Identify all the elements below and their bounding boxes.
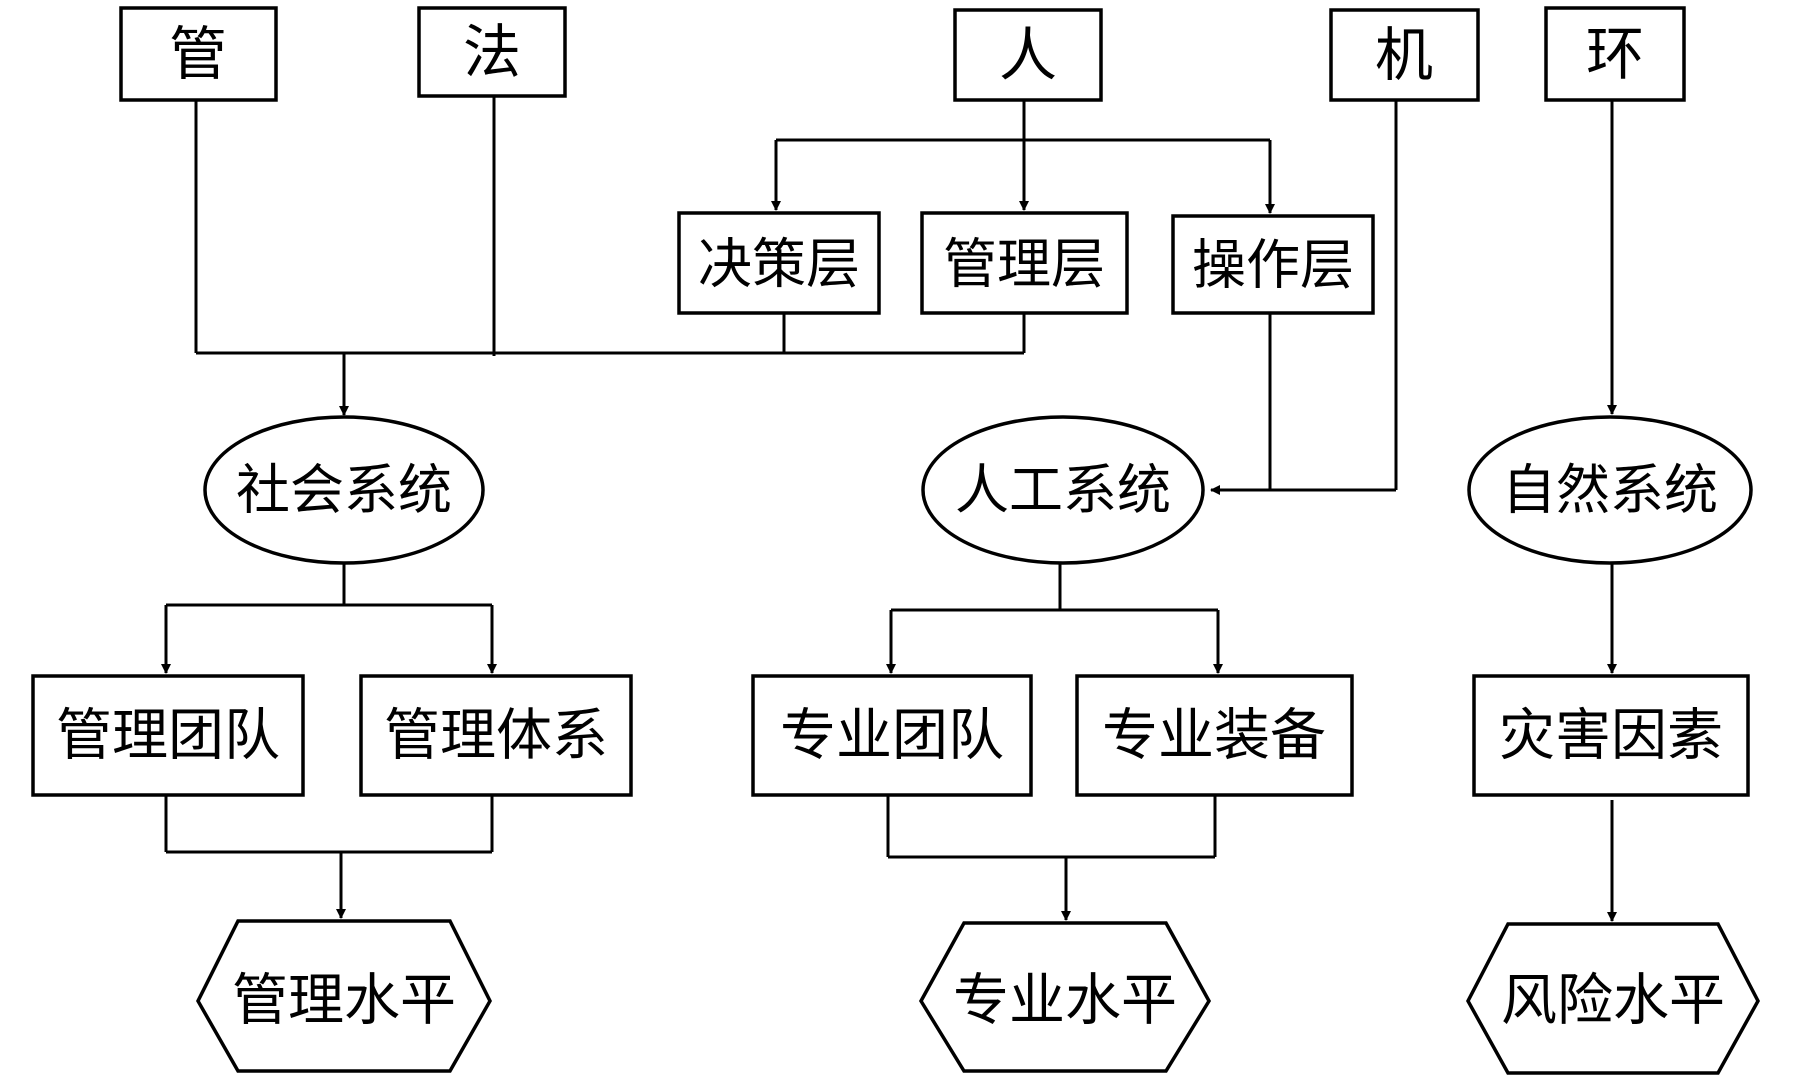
node-factor-guan: 管: [119, 6, 278, 102]
professional-level-label: 专业水平: [953, 969, 1177, 1034]
node-social-system: 社会系统: [203, 415, 485, 565]
node-factor-huan: 环: [1544, 6, 1686, 102]
artificial-system-label: 人工系统: [955, 459, 1171, 522]
management-level-label: 管理水平: [232, 969, 456, 1034]
factor-ren-label: 人: [999, 21, 1057, 89]
node-operation-layer: 操作层: [1171, 214, 1375, 315]
hazard-factors-label: 灾害因素: [1499, 704, 1723, 769]
node-factor-ji: 机: [1329, 8, 1480, 102]
connectors: [161, 96, 1617, 922]
node-professional-team: 专业团队: [751, 674, 1033, 797]
node-factor-ren: 人: [953, 8, 1103, 102]
node-artificial-system: 人工系统: [921, 415, 1205, 565]
node-hazard-factors: 灾害因素: [1472, 674, 1750, 797]
operation-layer-label: 操作层: [1192, 234, 1354, 297]
node-management-system: 管理体系: [359, 674, 633, 797]
management-layer-label: 管理层: [943, 233, 1105, 296]
professional-team-label: 专业团队: [780, 704, 1004, 769]
management-system-label: 管理体系: [384, 704, 608, 769]
node-professional-equipment: 专业装备: [1075, 674, 1354, 797]
factor-huan-label: 环: [1586, 20, 1644, 88]
node-professional-level: 专业水平: [918, 921, 1212, 1073]
risk-level-label: 风险水平: [1501, 969, 1725, 1034]
node-management-layer: 管理层: [920, 211, 1129, 315]
factor-fa-label: 法: [463, 18, 521, 86]
node-management-team: 管理团队: [31, 674, 305, 797]
node-management-level: 管理水平: [196, 919, 492, 1073]
professional-equipment-label: 专业装备: [1102, 704, 1326, 769]
social-system-label: 社会系统: [236, 459, 452, 522]
node-natural-system: 自然系统: [1467, 415, 1753, 565]
management-team-label: 管理团队: [56, 704, 280, 769]
node-risk-level: 风险水平: [1466, 922, 1760, 1075]
node-factor-fa: 法: [417, 6, 567, 98]
natural-system-label: 自然系统: [1502, 459, 1718, 522]
node-decision-layer: 决策层: [677, 211, 881, 315]
factor-guan-label: 管: [169, 20, 227, 88]
decision-layer-label: 决策层: [698, 233, 860, 296]
factor-ji-label: 机: [1375, 21, 1433, 89]
